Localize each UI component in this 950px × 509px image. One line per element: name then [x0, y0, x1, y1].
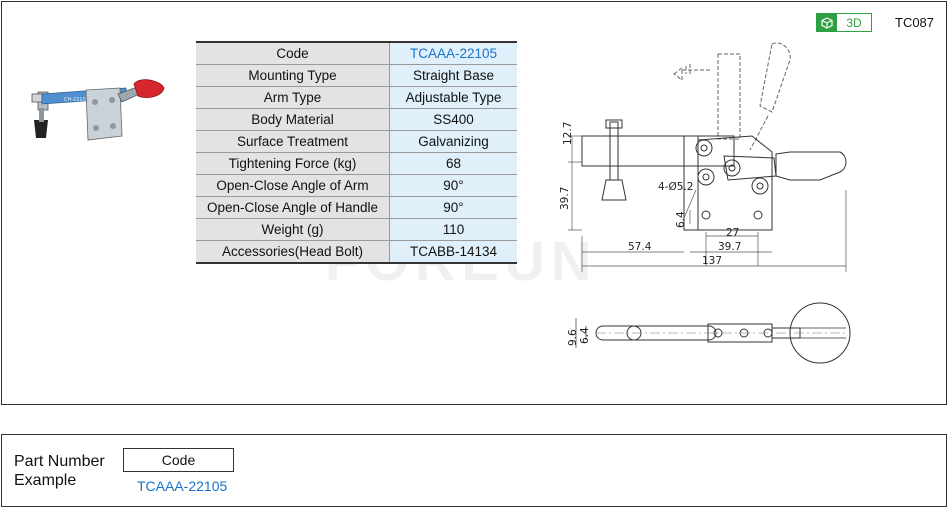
view-3d-button[interactable]: 3D [816, 13, 872, 32]
cube-icon [817, 14, 837, 31]
spec-row: Open-Close Angle of Handle 90° [196, 196, 517, 219]
clamp-side-view [581, 119, 847, 231]
product-image: CH-22105 [31, 79, 165, 141]
spec-key: Weight (g) [196, 218, 390, 241]
spec-value: 90° [389, 196, 517, 219]
dim-39-7-height: 39.7 [559, 187, 571, 210]
clamp-top-view [575, 302, 851, 364]
spec-value: SS400 [389, 108, 517, 131]
spec-value: 110 [389, 218, 517, 241]
dim-9-6: 9.6 [567, 329, 579, 346]
part-number-label: Part Number Example [14, 452, 105, 490]
code-box: Code [123, 448, 234, 472]
spec-row: Mounting Type Straight Base [196, 64, 517, 87]
dimension-lines [568, 135, 847, 272]
technical-drawing: 12.7 39.7 4-Ø5.2 6.4 27 39.7 57.4 137 9.… [559, 42, 851, 364]
spec-value: Galvanizing [389, 130, 517, 153]
product-label: CH-22105 [64, 97, 89, 103]
spec-row: Open-Close Angle of Arm 90° [196, 174, 517, 197]
spec-row: Body Material SS400 [196, 108, 517, 131]
dim-137: 137 [702, 255, 722, 267]
spec-row: Surface Treatment Galvanizing [196, 130, 517, 153]
dim-57-4: 57.4 [628, 241, 652, 253]
dim-6-4: 6.4 [675, 211, 687, 228]
spec-key: Code [196, 41, 390, 65]
dim-12-7: 12.7 [562, 122, 574, 145]
spec-row: Tightening Force (kg) 68 [196, 152, 517, 175]
dim-39-7-width: 39.7 [718, 241, 741, 253]
spec-value: TCABB-14134 [389, 240, 517, 264]
open-position-outline [673, 42, 791, 151]
part-number-label-line2: Example [14, 472, 77, 489]
part-number-panel [1, 434, 947, 507]
spec-key: Surface Treatment [196, 130, 390, 153]
spec-row: Arm Type Adjustable Type [196, 86, 517, 109]
spec-row: Accessories(Head Bolt) TCABB-14134 [196, 240, 517, 264]
spec-key: Accessories(Head Bolt) [196, 240, 390, 264]
spec-value-code-link[interactable]: TCAAA-22105 [389, 41, 517, 65]
spec-table: Code TCAAA-22105 Mounting Type Straight … [196, 41, 517, 264]
part-number-label-line1: Part Number [14, 453, 105, 470]
spec-key: Body Material [196, 108, 390, 131]
spec-value: Straight Base [389, 64, 517, 87]
spec-row: Weight (g) 110 [196, 218, 517, 241]
dim-holes: 4-Ø5.2 [658, 181, 693, 193]
spec-key: Tightening Force (kg) [196, 152, 390, 175]
spec-value: Adjustable Type [389, 86, 517, 109]
spec-value: 68 [389, 152, 517, 175]
series-code: TC087 [895, 15, 935, 30]
spec-row: Code TCAAA-22105 [196, 41, 517, 65]
spec-key: Arm Type [196, 86, 390, 109]
dim-6-4-thickness: 6.4 [579, 327, 591, 344]
spec-key: Open-Close Angle of Arm [196, 174, 390, 197]
spec-value: 90° [389, 174, 517, 197]
spec-key: Mounting Type [196, 64, 390, 87]
dim-27: 27 [726, 227, 739, 239]
example-code-link[interactable]: TCAAA-22105 [137, 478, 228, 494]
view-3d-label: 3D [846, 15, 862, 30]
spec-key: Open-Close Angle of Handle [196, 196, 390, 219]
